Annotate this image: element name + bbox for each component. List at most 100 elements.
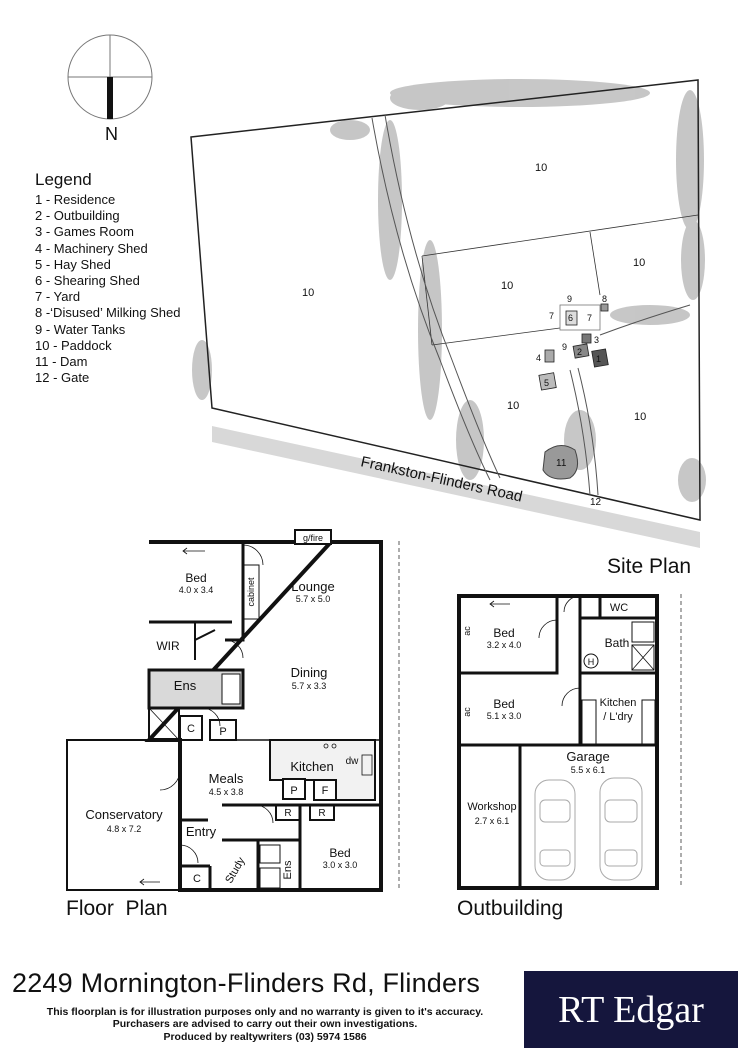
paddock-fences — [421, 214, 699, 346]
fence — [589, 231, 601, 296]
disclaimer-line: Purchasers are advised to carry out thei… — [112, 1018, 418, 1031]
tree — [378, 120, 402, 280]
outer-wall — [457, 594, 659, 890]
room-dims: 5.1 x 3.0 — [487, 711, 522, 721]
outbuilding-heading: Outbuilding — [457, 897, 564, 920]
building-number: 3 — [594, 335, 599, 345]
room-name: dw — [346, 756, 360, 767]
tree — [610, 305, 690, 325]
room-dims: 4.8 x 7.2 — [107, 824, 142, 834]
room-name: Bed — [493, 697, 514, 711]
window-arrow — [182, 547, 205, 555]
room-name: Ens — [282, 860, 294, 879]
driveway — [371, 114, 691, 496]
building-1 — [591, 348, 609, 368]
room-name: Workshop — [467, 801, 516, 813]
room-name: Ens — [174, 678, 197, 693]
building-number: 9 — [567, 294, 572, 304]
door-arc — [561, 687, 581, 707]
room-dims: 5.7 x 5.0 — [296, 594, 331, 604]
room-name: Meals — [209, 771, 244, 786]
room-name: C — [193, 873, 201, 885]
building-4 — [544, 349, 555, 363]
conservatory-wall — [66, 739, 180, 891]
compass: N — [67, 34, 153, 144]
window-arrow — [489, 600, 510, 608]
disclaimer: This floorplan is for illustration purpo… — [0, 1006, 530, 1043]
cooktop-burner — [323, 743, 329, 749]
room-name: Bath — [605, 636, 630, 650]
building-number: 5 — [544, 378, 549, 388]
door-arc — [563, 595, 581, 613]
kitchen-bench — [581, 699, 597, 745]
fence — [421, 214, 699, 257]
kitchen-bench — [641, 699, 656, 745]
door-arc — [224, 639, 244, 659]
tree — [390, 86, 450, 110]
room-dims: 5.5 x 6.1 — [571, 765, 606, 775]
legend-item: 4 - Machinery Shed — [35, 240, 148, 256]
track — [371, 117, 491, 481]
property-address: 2249 Mornington-Flinders Rd, Flinders — [12, 968, 481, 998]
site-numbers: 10 10 10 10 10 10 1 2 3 4 5 6 7 7 8 9 9 … — [302, 162, 646, 508]
track — [577, 367, 599, 496]
building-number: 6 — [568, 313, 573, 323]
track — [569, 369, 591, 496]
fence — [421, 255, 433, 346]
building-3 — [581, 333, 592, 344]
cupboard-c — [179, 715, 203, 741]
room-dims: 4.5 x 3.8 — [209, 787, 244, 797]
room-dims: 4.0 x 3.4 — [179, 585, 214, 595]
door-arc — [159, 769, 181, 791]
legend-item: 5 - Hay Shed — [35, 256, 111, 272]
ac-label: ac — [462, 626, 472, 636]
legend-item: 7 - Yard — [35, 289, 81, 305]
paddock-number: 10 — [302, 287, 314, 299]
door-arc — [242, 544, 264, 566]
building-5 — [538, 372, 557, 391]
legend-item: 10 - Paddock — [35, 337, 112, 353]
property-boundary — [190, 79, 701, 521]
ens2-shower — [259, 867, 281, 889]
fence — [431, 327, 561, 346]
ens2-fixture — [259, 844, 281, 864]
legend-title: Legend — [35, 170, 92, 189]
room-name: H — [588, 657, 595, 667]
site-plan-heading: Site Plan — [607, 555, 692, 578]
building-number: 11 — [556, 458, 567, 469]
paddock-number: 10 — [535, 162, 547, 174]
car-body — [599, 777, 643, 881]
building-number: 7 — [549, 311, 554, 321]
floor-plan — [66, 529, 400, 892]
wall — [459, 596, 657, 888]
compass-north-label: N — [105, 124, 118, 144]
bath-shower — [631, 644, 655, 671]
tree — [390, 79, 650, 107]
room-name: F — [322, 785, 329, 797]
fireplace-label: g/fire — [303, 533, 323, 543]
room-name: Bed — [185, 571, 206, 585]
building-number: 7 — [587, 313, 592, 323]
legend-item: 1 - Residence — [35, 192, 116, 207]
room-dims: 5.7 x 3.3 — [292, 681, 327, 691]
car — [599, 777, 643, 881]
rt-edgar-logo: RT Edgar — [524, 971, 738, 1048]
room-name: Kitchen — [290, 759, 333, 774]
door-arc — [201, 707, 221, 727]
fireplace — [294, 529, 332, 545]
room-name: Lounge — [291, 579, 334, 594]
room-name: WIR — [156, 639, 180, 653]
floor-plan-labels: g/fire Bed 4.0 x 3.4 Lounge 5.7 x 5.0 ca… — [85, 533, 359, 886]
room-name: R — [318, 808, 325, 819]
dam — [542, 445, 579, 480]
floor-plan-heading: Floor Plan — [66, 897, 168, 920]
room-name: / L'dry — [603, 711, 633, 723]
car-windscreen — [539, 799, 571, 823]
building-2 — [572, 343, 590, 359]
car-rear-window — [604, 849, 638, 867]
pantry-p — [209, 719, 237, 741]
road — [212, 426, 700, 548]
compass-north-arrow — [107, 77, 113, 119]
building-number: 8 — [602, 294, 607, 304]
car-windscreen — [604, 799, 638, 823]
